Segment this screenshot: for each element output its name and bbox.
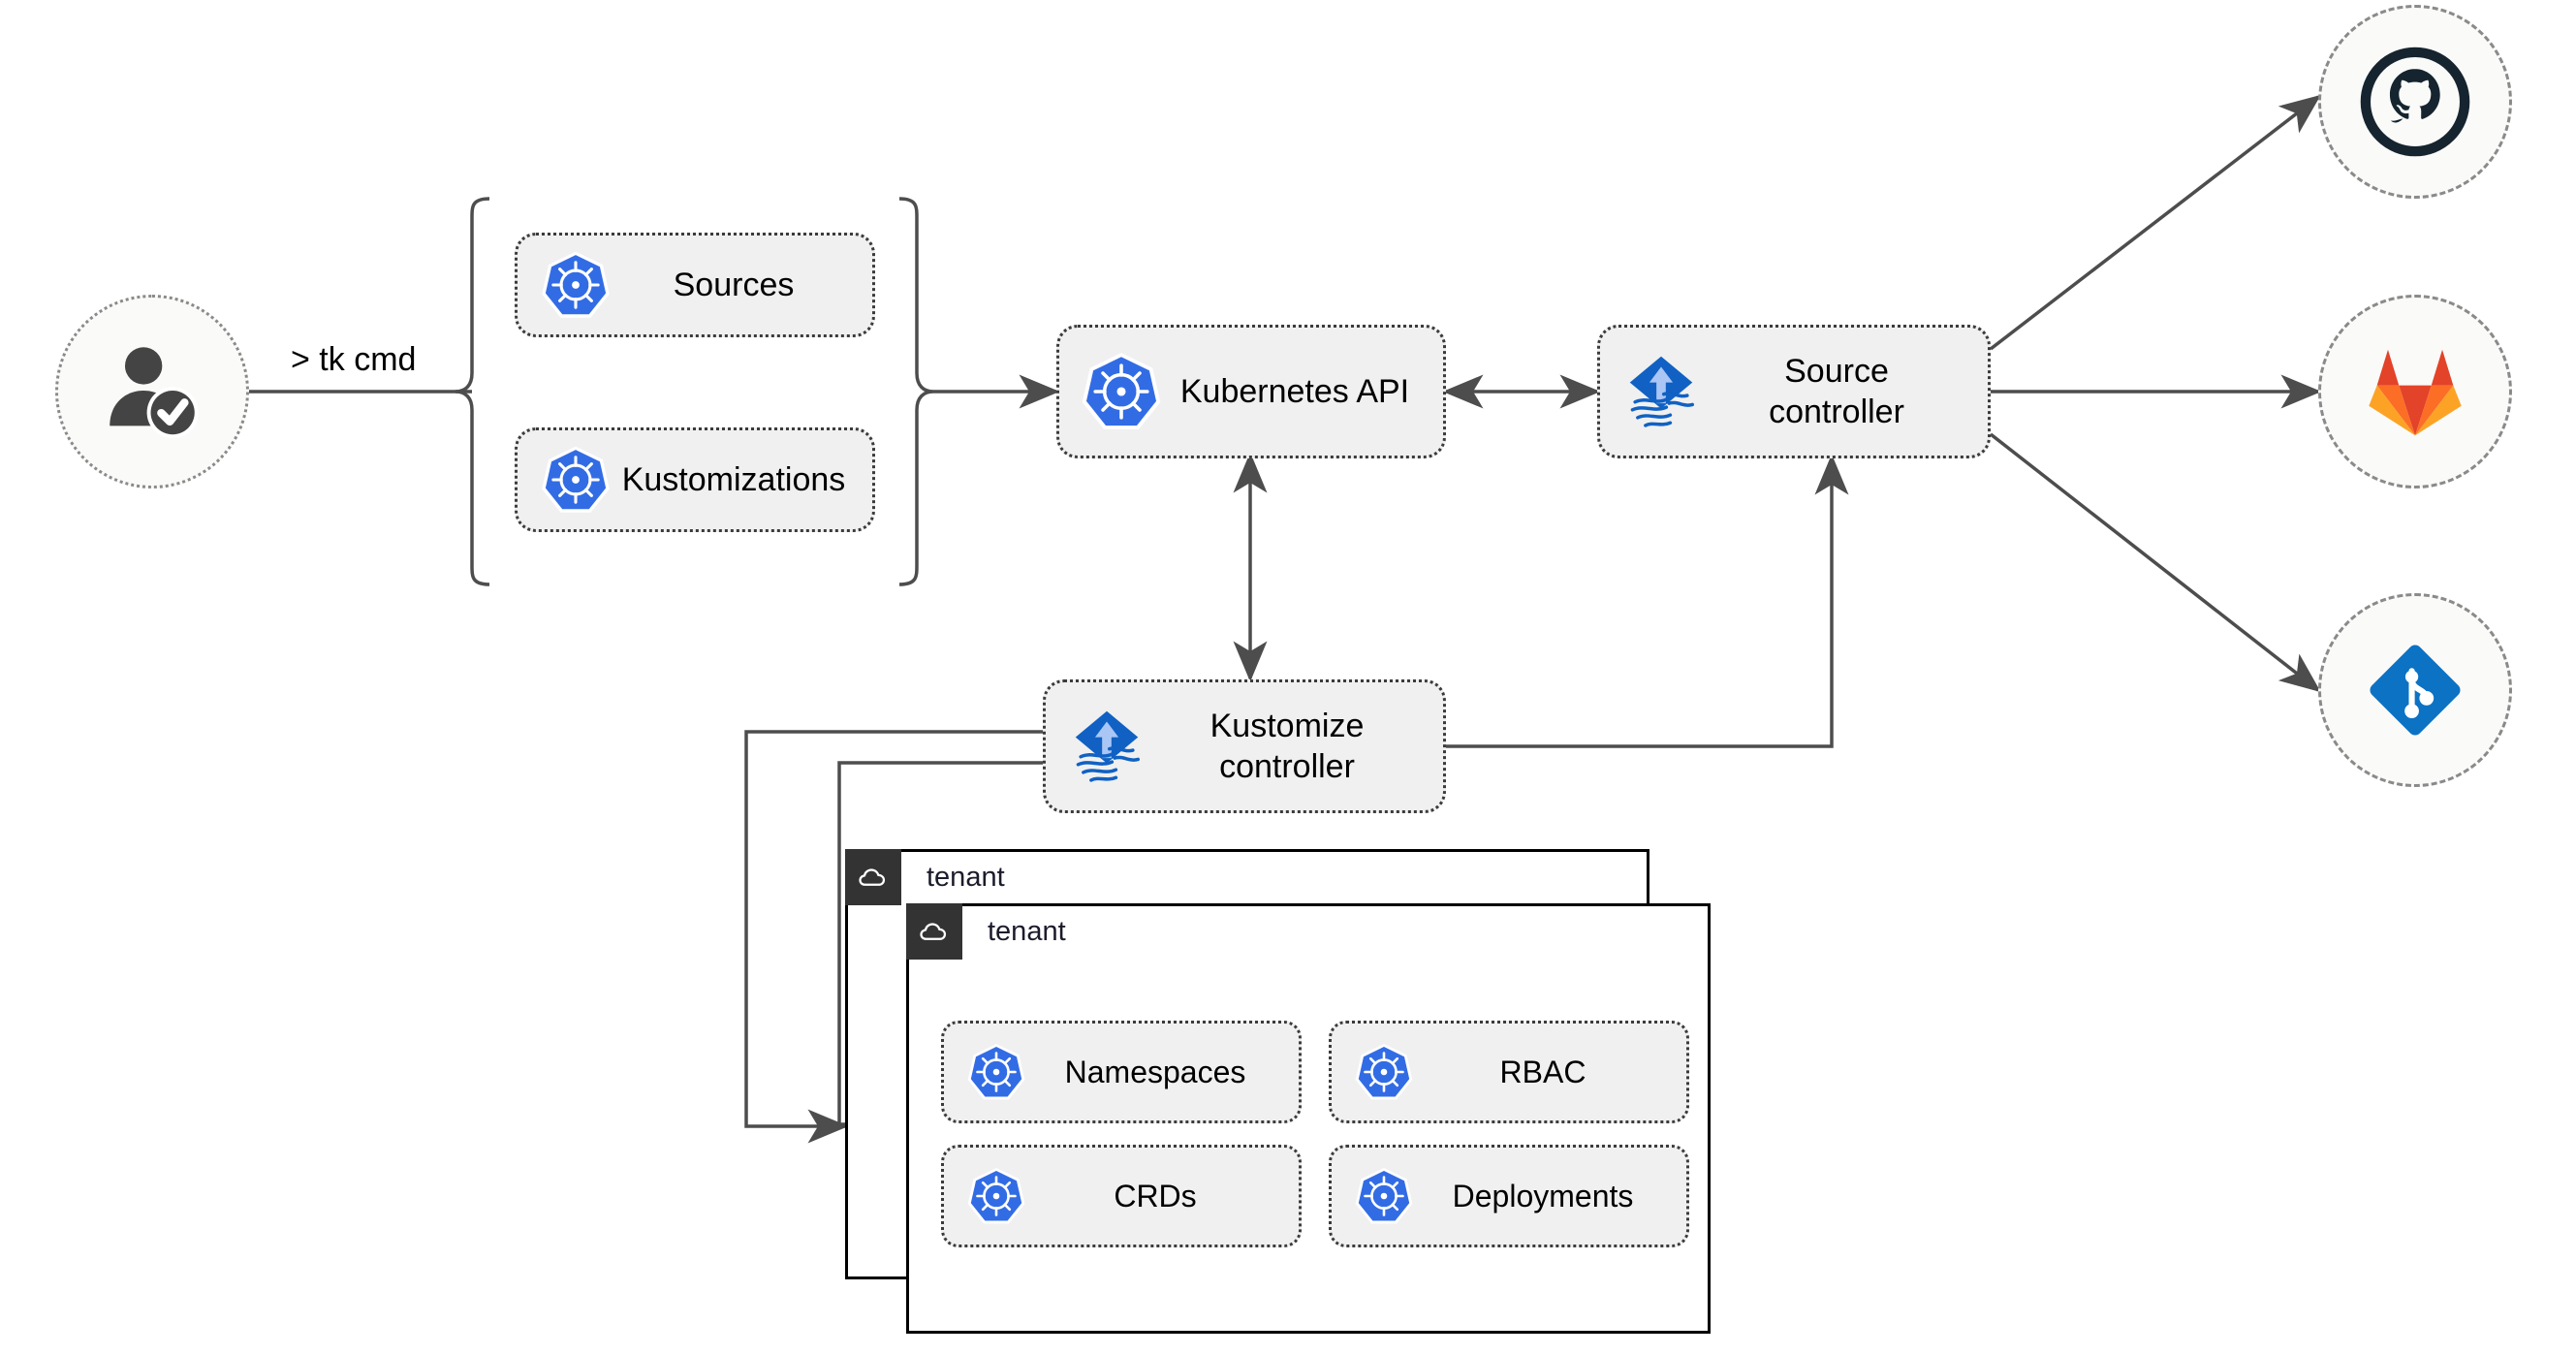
wire-kustomize-to-source (1446, 454, 1849, 748)
cli-command-label: > tk cmd (291, 341, 417, 378)
node-source-controller-label: Source controller (1769, 352, 1904, 431)
kubernetes-icon (542, 446, 610, 513)
provider-github[interactable] (2318, 5, 2512, 199)
node-kubernetes-api-label: Kubernetes API (1179, 372, 1410, 410)
resource-namespaces-label: Namespaces (1064, 1054, 1246, 1089)
provider-azure-repos[interactable] (2318, 593, 2512, 787)
cloud-icon (859, 868, 886, 886)
tenant-name-front: tenant (988, 915, 1066, 947)
git-repo-icon (2370, 645, 2461, 736)
resource-rbac-label: RBAC (1499, 1054, 1586, 1089)
wire-source-to-azure (1989, 432, 2321, 693)
brace-right (898, 197, 934, 586)
user-avatar (55, 295, 249, 488)
tenant-name-back: tenant (927, 861, 1005, 893)
tenant-header-front: tenant (906, 903, 1066, 960)
node-kustomizations-label: Kustomizations (621, 460, 846, 498)
kubernetes-icon (542, 251, 610, 318)
kubernetes-icon (1355, 1044, 1413, 1100)
kubernetes-icon (967, 1044, 1025, 1100)
wire-source-to-github (1989, 94, 2321, 351)
flux-icon (1629, 356, 1694, 427)
node-kustomize-controller-label: Kustomize controller (1209, 707, 1365, 786)
node-sources[interactable]: Sources (515, 233, 875, 337)
brace-left (455, 197, 490, 586)
resource-deployments[interactable]: Deployments (1329, 1145, 1689, 1247)
github-icon (2360, 47, 2470, 157)
resource-namespaces[interactable]: Namespaces (941, 1021, 1302, 1123)
flux-icon (1075, 710, 1140, 782)
node-kubernetes-api[interactable]: Kubernetes API (1056, 325, 1446, 458)
tenant-resource-grid: Namespaces (941, 1021, 1689, 1247)
resource-rbac[interactable]: RBAC (1329, 1021, 1689, 1123)
node-sources-label: Sources (673, 266, 795, 303)
resource-crds[interactable]: CRDs (941, 1145, 1302, 1247)
cloud-icon (920, 923, 947, 940)
resource-deployments-label: Deployments (1452, 1178, 1634, 1213)
tenant-container-front: tenant (906, 903, 1711, 1334)
user-verified-icon (110, 347, 199, 439)
node-kustomizations[interactable]: Kustomizations (515, 427, 875, 532)
kubernetes-icon (1355, 1168, 1413, 1224)
kubernetes-icon (1082, 353, 1161, 430)
cloud-icon-badge (906, 903, 962, 960)
provider-gitlab[interactable] (2318, 295, 2512, 488)
kubernetes-icon (967, 1168, 1025, 1224)
node-source-controller[interactable]: Source controller (1597, 325, 1991, 458)
resource-crds-label: CRDs (1114, 1178, 1197, 1213)
gitlab-icon (2369, 349, 2462, 436)
cloud-icon-badge (845, 849, 901, 905)
tenant-header-back: tenant (845, 849, 1005, 905)
node-kustomize-controller[interactable]: Kustomize controller (1043, 679, 1446, 813)
